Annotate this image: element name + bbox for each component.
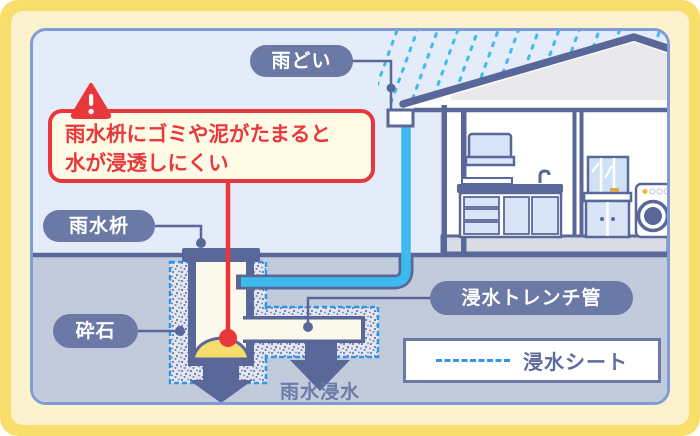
warning-pointer — [219, 180, 237, 347]
kitchen — [457, 132, 563, 239]
roof-line — [399, 33, 667, 108]
infiltration-arrows — [189, 341, 350, 402]
label-connectors — [138, 59, 430, 333]
legend-box: 浸水シート — [403, 338, 661, 383]
vanity-faucet — [610, 188, 619, 192]
house — [399, 33, 667, 255]
washroom — [582, 155, 667, 239]
warning-text-line2: 水が浸透しにくい — [65, 151, 229, 175]
warning-text-line1: 雨水枡にゴミや泥がたまると — [65, 122, 331, 146]
divider-wall — [579, 110, 584, 237]
label-crushed-stone: 砕石 — [53, 314, 138, 348]
countertop — [457, 184, 563, 193]
vanity-mirror — [586, 155, 630, 196]
label-rainwater-basin: 雨水枡 — [43, 210, 155, 242]
label-rainwater-infiltration: 雨水浸水 — [279, 381, 360, 403]
divider-wall — [572, 110, 577, 237]
warning-callout: 雨水枡にゴミや泥がたまると 水が浸透しにくい — [48, 109, 375, 183]
warning-icon — [70, 83, 112, 119]
label-infiltration-trench-pipe: 浸水トレンチ管 — [430, 281, 633, 315]
legend-label: 浸水シート — [523, 350, 628, 374]
downspout-pipe — [236, 108, 415, 290]
dashed-line-swatch — [436, 359, 510, 362]
washing-machine — [634, 182, 667, 239]
rain — [378, 31, 667, 110]
down-arrow — [290, 341, 350, 391]
connector-dots — [175, 83, 396, 336]
gutter-box — [386, 108, 415, 128]
label-rain-gutter: 雨どい — [250, 45, 353, 77]
house-wall-left-outer — [441, 105, 447, 254]
basin-lid — [182, 248, 260, 262]
kitchen-faucet — [538, 169, 551, 183]
down-arrow — [189, 362, 253, 402]
